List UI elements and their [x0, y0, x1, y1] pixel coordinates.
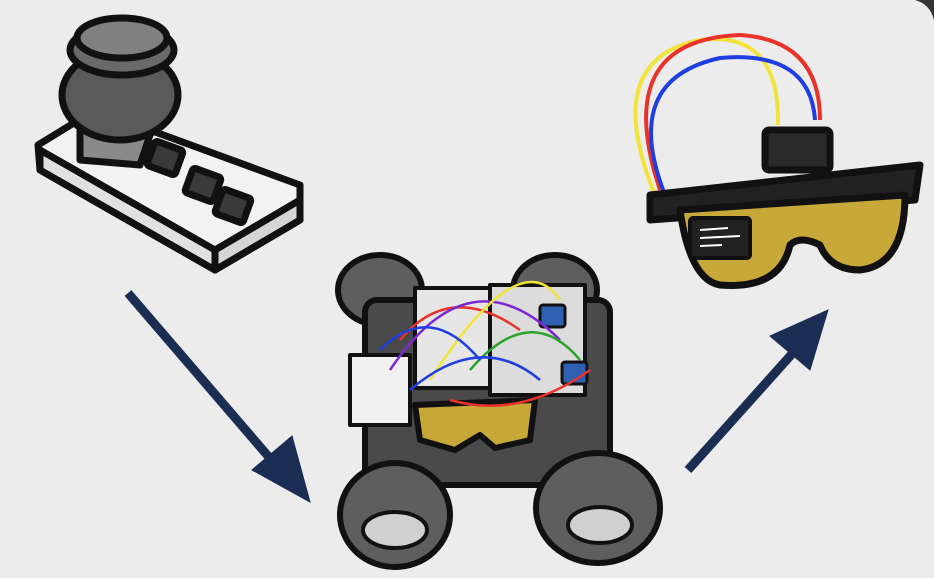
- ar-glasses-icon: [633, 33, 924, 289]
- arrow-icon: [124, 290, 829, 504]
- robot-car-icon: [335, 252, 663, 570]
- joystick-icon: [34, 14, 304, 274]
- corner-shade: [915, 0, 934, 20]
